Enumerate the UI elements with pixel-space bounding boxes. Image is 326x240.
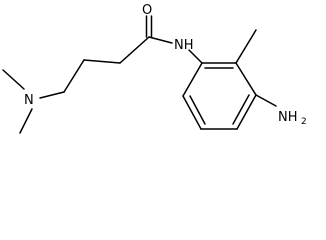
- n-methyl-bond-2: [19, 108, 33, 134]
- n-methyl-bond-1: [2, 69, 25, 90]
- ring-bond-6: [182, 62, 203, 97]
- oxygen-atom-label: O: [142, 3, 152, 18]
- chain-bond-2: [83, 59, 121, 64]
- amide-bond: [148, 36, 173, 44]
- chain-bond-4: [39, 91, 65, 99]
- structure-diagram: O NH N NH 2: [2, 3, 307, 134]
- chain-bond-1: [119, 36, 150, 64]
- chain-bond-3: [63, 59, 85, 93]
- amino-nh-label: NH: [278, 110, 298, 125]
- ring-amino-bond: [255, 94, 277, 107]
- amide-nh-label: NH: [174, 38, 194, 53]
- ring-bond-2: [235, 62, 257, 96]
- amino-subscript-label: 2: [301, 117, 307, 127]
- ring-inner-bond-3: [189, 95, 206, 125]
- ring-bond-3: [236, 94, 257, 130]
- nh-ring-bond: [188, 49, 203, 64]
- ring-methyl-bond: [235, 29, 257, 64]
- dimethyl-n-label: N: [24, 93, 34, 108]
- ring-bond-5: [182, 95, 202, 130]
- ring-inner-bond-2: [232, 94, 250, 125]
